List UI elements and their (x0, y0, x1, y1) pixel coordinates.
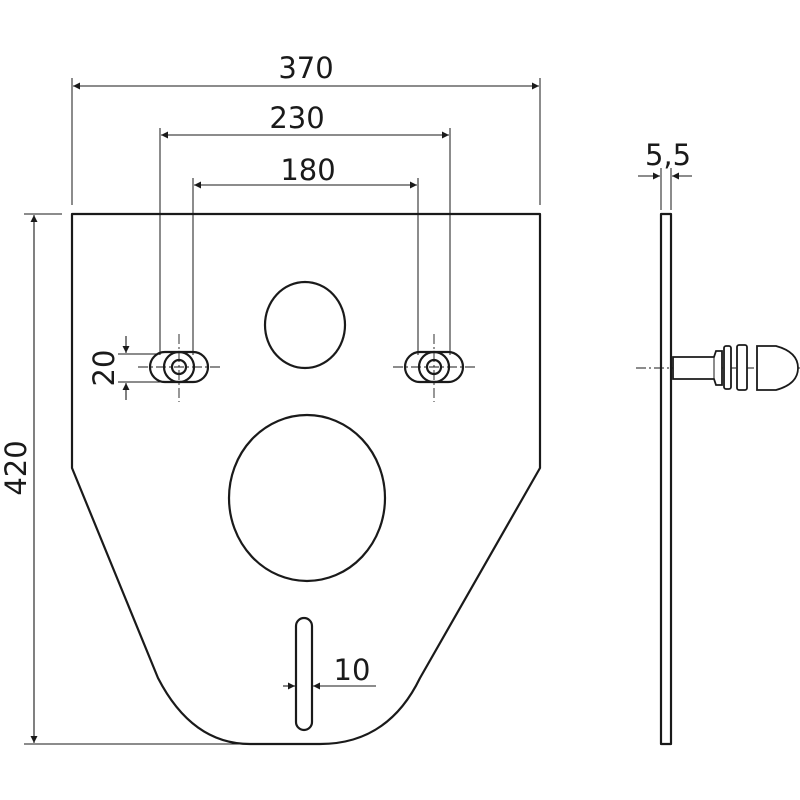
dimension-label-370: 370 (278, 51, 333, 85)
dimension-label-10: 10 (334, 653, 371, 687)
dimension-label-20: 20 (87, 350, 121, 387)
dimension-slot-height: 20 (87, 336, 160, 400)
lower-opening (227, 413, 387, 583)
dimension-label-5-5: 5,5 (645, 138, 691, 172)
dimension-label-420: 420 (0, 440, 33, 495)
bolt-sleeve (672, 350, 723, 386)
dimension-label-180: 180 (280, 153, 335, 187)
dimension-overall-height: 420 (0, 213, 246, 745)
dimension-label-230: 230 (269, 101, 324, 135)
plate-outline (70, 212, 542, 746)
side-view: 5,5 (636, 138, 800, 746)
dimension-slot-width: 10 (283, 653, 376, 690)
washer-2 (736, 344, 748, 391)
dimension-overall-width: 370 (71, 51, 541, 205)
cap-nut (756, 345, 799, 391)
washer-1 (723, 345, 732, 390)
dimension-outer-bolt-spacing: 230 (159, 101, 451, 355)
left-bolt-hole (138, 334, 222, 402)
bottom-slot (294, 616, 314, 732)
dimension-inner-bolt-spacing: 180 (192, 153, 419, 355)
dimension-plate-thickness: 5,5 (638, 138, 692, 210)
upper-opening (263, 280, 347, 370)
front-view: 370 230 180 420 20 (0, 51, 542, 746)
right-bolt-hole (393, 334, 477, 402)
plate-side-outline (659, 212, 673, 746)
